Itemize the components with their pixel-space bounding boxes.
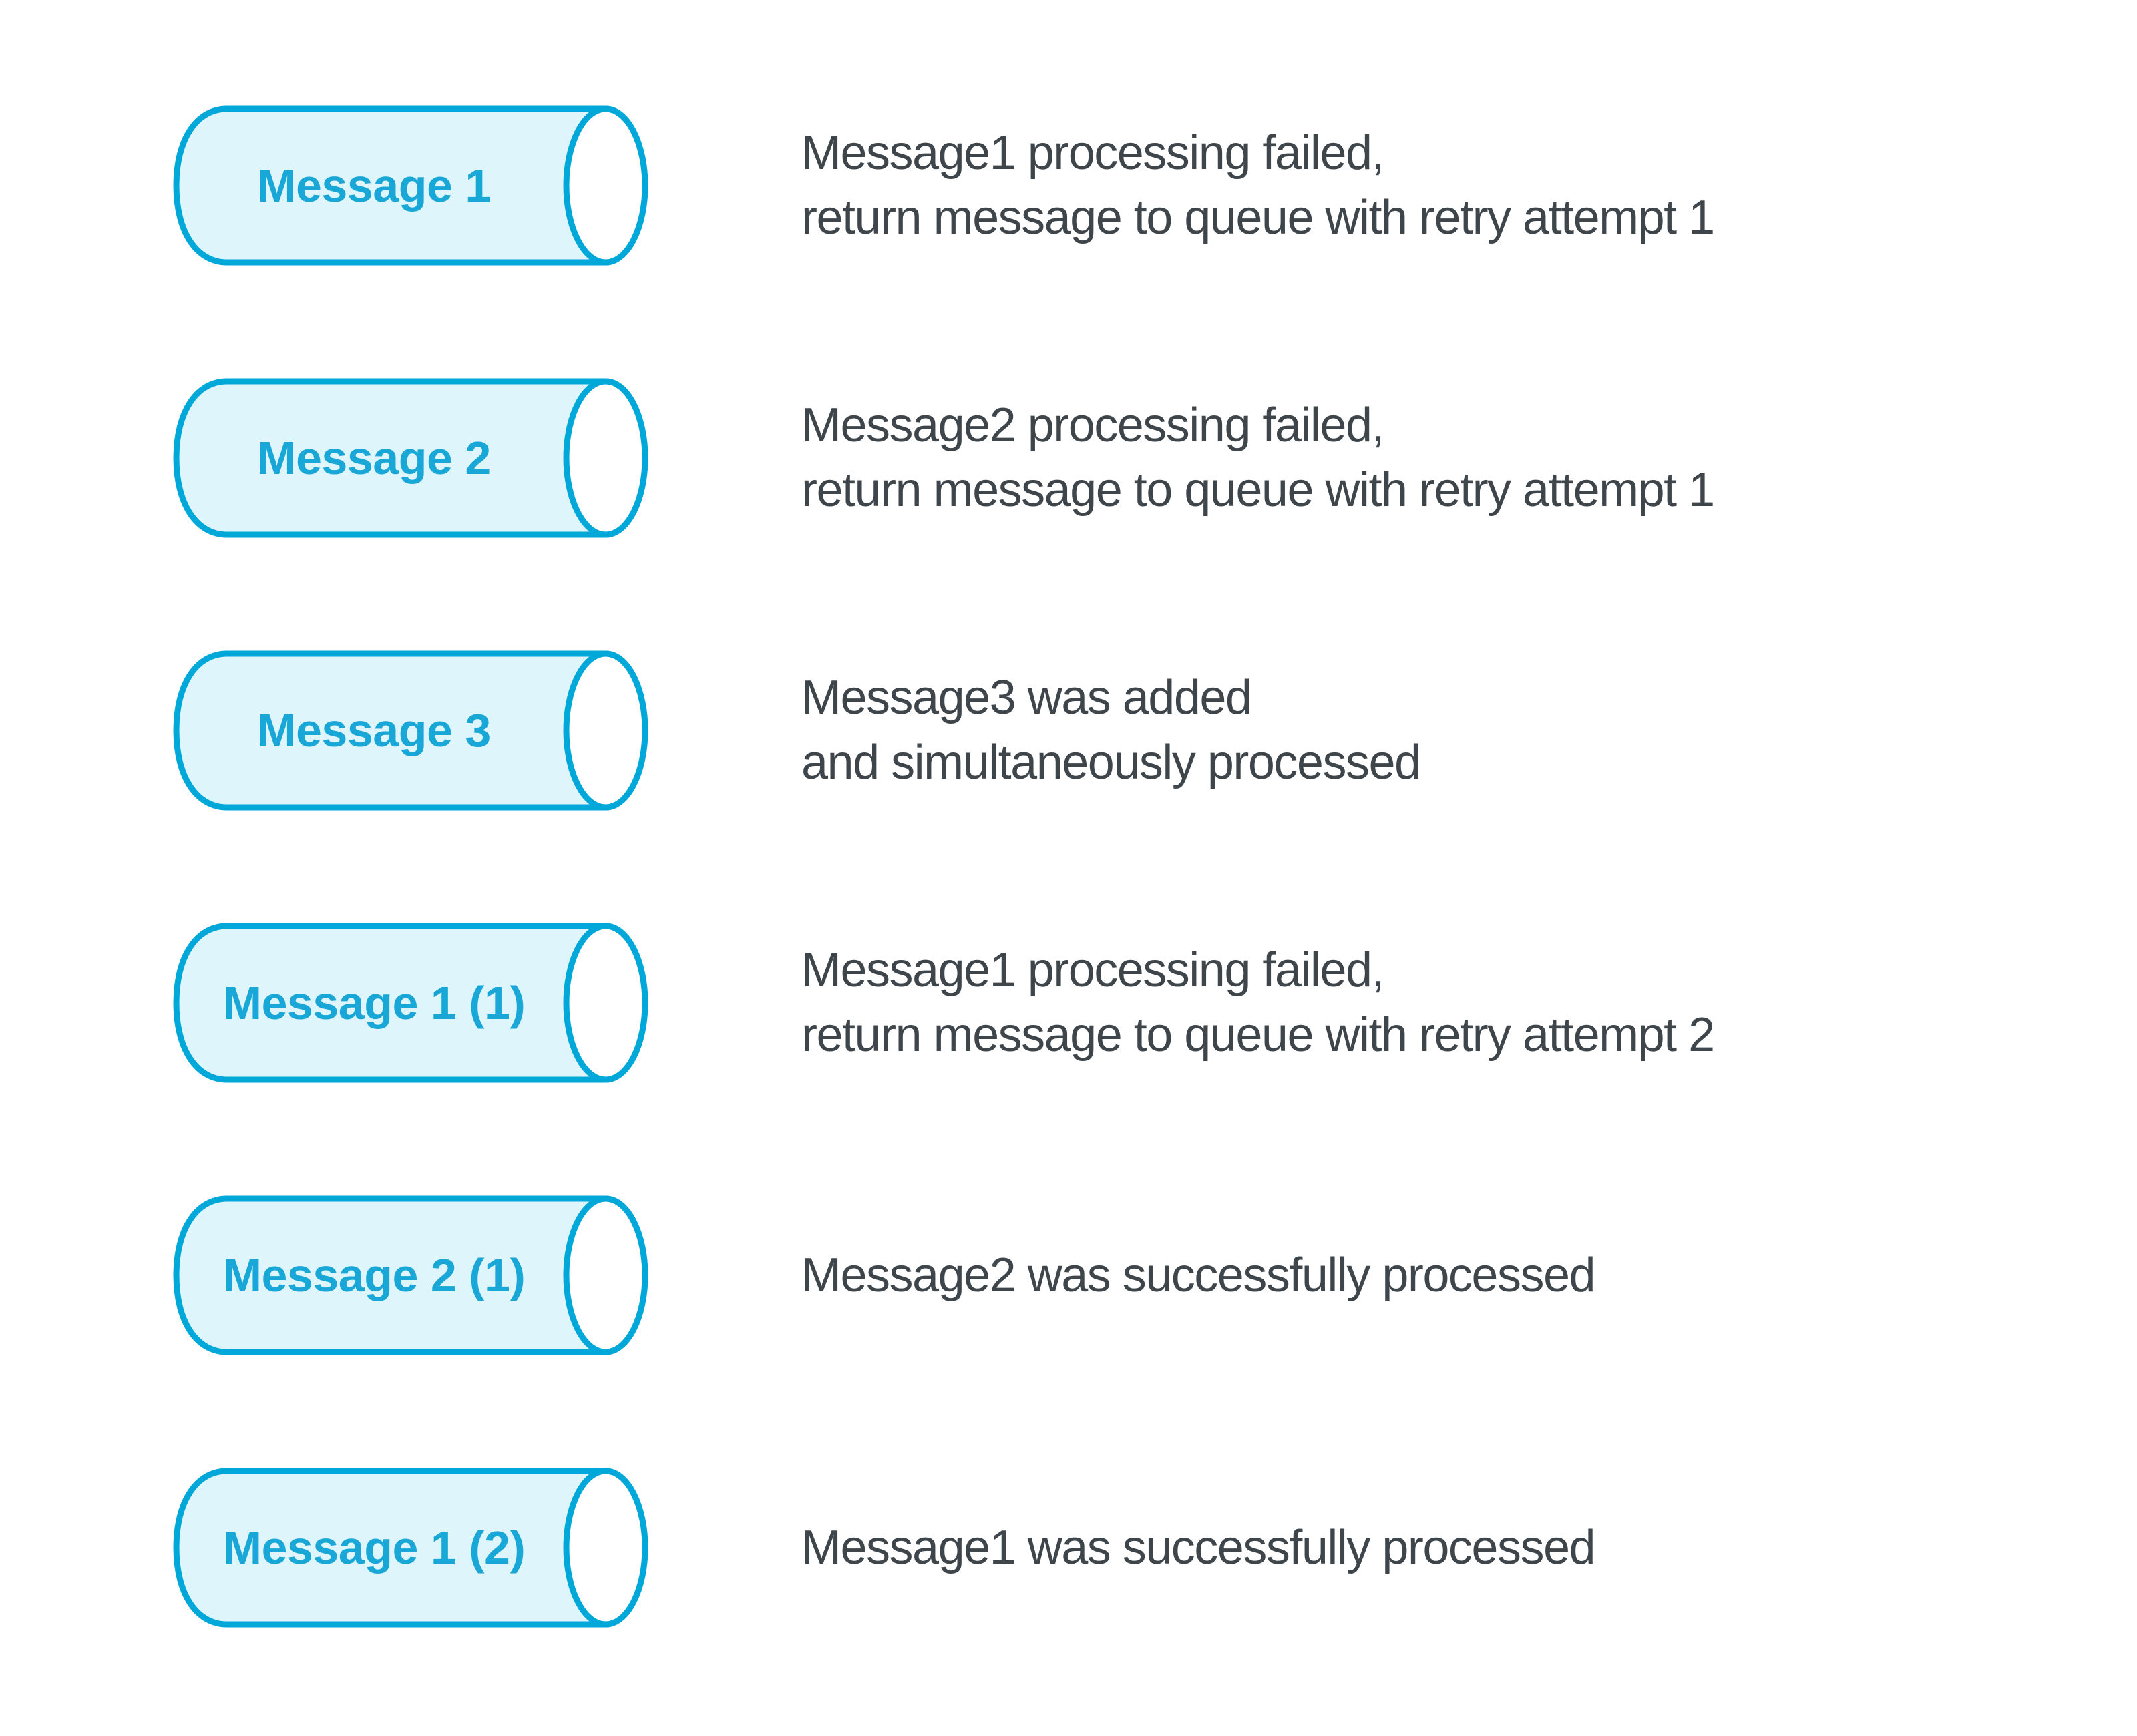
cylinder-shape-icon <box>173 650 648 811</box>
queue-cylinder: Message 2 (1) <box>167 1195 652 1356</box>
queue-cylinder: Message 2 <box>167 377 652 539</box>
queue-cylinder: Message 1 (2) <box>167 1467 652 1629</box>
cylinder-cap <box>563 1468 648 1628</box>
cylinder-shape-icon <box>173 105 648 266</box>
cylinder-shape-icon <box>173 923 648 1083</box>
cylinder-cap <box>563 650 648 811</box>
queue-message-label: Message 1 <box>257 160 491 212</box>
queue-event-row: Message 1 Message1 processing failed, re… <box>167 105 2137 266</box>
queue-message-label: Message 2 (1) <box>222 1249 526 1301</box>
cylinder-cap <box>563 105 648 266</box>
queue-event-description: Message1 processing failed, return messa… <box>801 126 1715 244</box>
cylinder-shape-icon <box>173 378 648 538</box>
cylinder-cap <box>563 923 648 1083</box>
queue-message-label: Message 1 (1) <box>222 977 526 1029</box>
queue-event-row: Message 2 Message2 processing failed, re… <box>167 377 2137 539</box>
queue-message-label: Message 2 <box>257 432 491 484</box>
cylinder-shape-icon <box>173 1468 648 1628</box>
queue-message-label: Message 3 <box>257 704 491 756</box>
queue-cylinder: Message 1 <box>167 105 652 266</box>
cylinder-cap <box>563 1195 648 1355</box>
queue-event-row: Message 2 (1) Message2 was successfully … <box>167 1195 2137 1356</box>
queue-event-row: Message 3 Message3 was added and simulta… <box>167 650 2137 811</box>
queue-message-label: Message 1 (2) <box>222 1522 526 1574</box>
cylinder-shape-icon <box>173 1195 648 1355</box>
queue-event-description: Message1 processing failed, return messa… <box>801 943 1715 1062</box>
queue-event-description: Message2 was successfully processed <box>801 1248 1596 1302</box>
queue-cylinder: Message 3 <box>167 650 652 811</box>
queue-event-row: Message 1 (1) Message1 processing failed… <box>167 922 2137 1084</box>
queue-event-description: Message3 was added and simultaneously pr… <box>801 671 1421 789</box>
queue-cylinder: Message 1 (1) <box>167 922 652 1084</box>
queue-event-row: Message 1 (2) Message1 was successfully … <box>167 1467 2137 1629</box>
queue-event-description: Message2 processing failed, return messa… <box>801 399 1715 517</box>
queue-event-description: Message1 was successfully processed <box>801 1520 1596 1574</box>
cylinder-cap <box>563 378 648 538</box>
